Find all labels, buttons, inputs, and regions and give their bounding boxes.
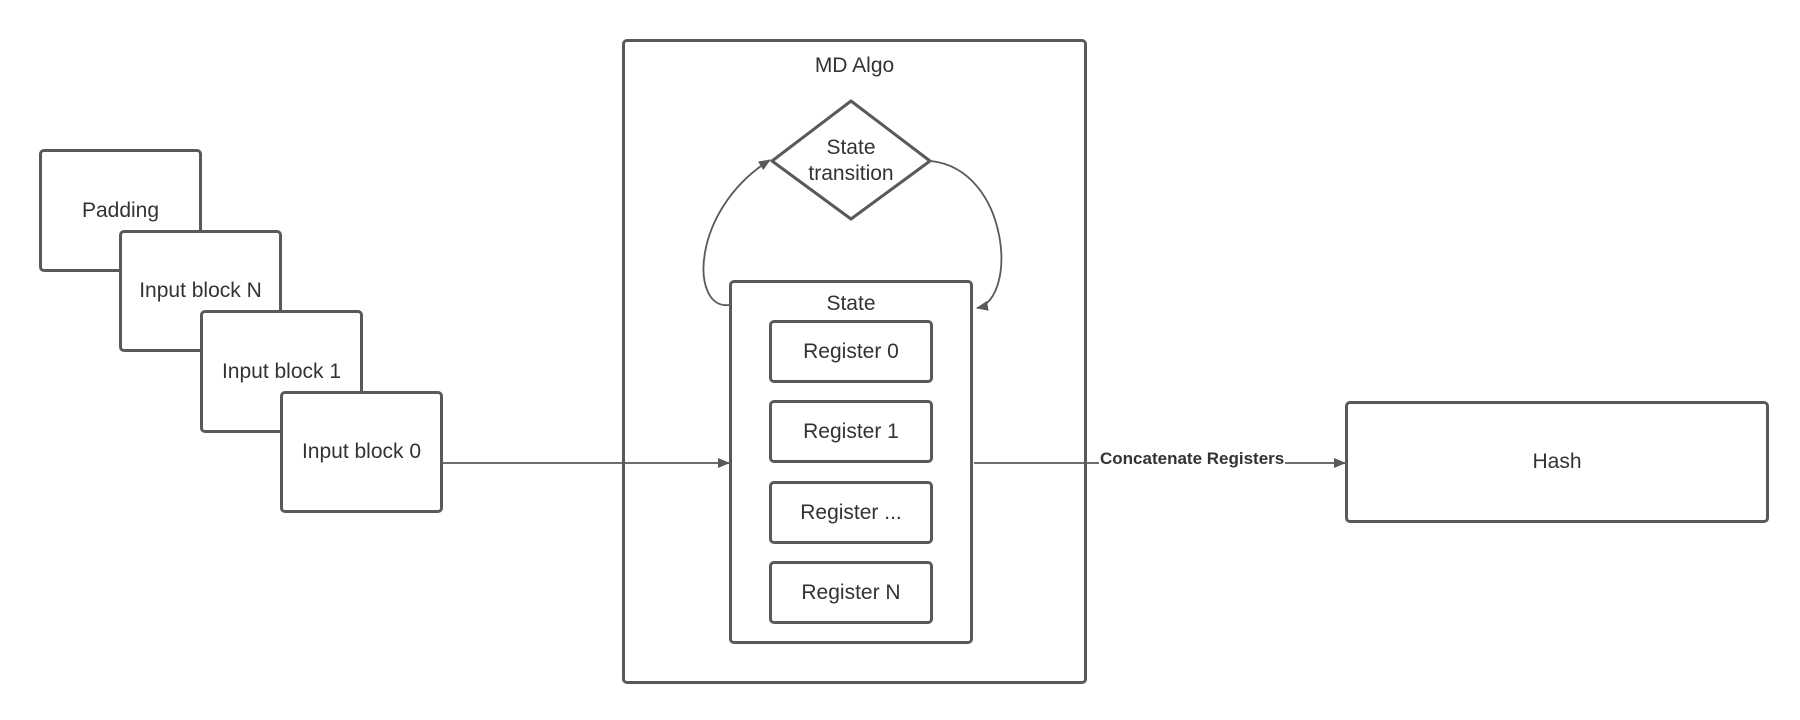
register-label: Register N: [801, 580, 901, 604]
register-label: Register 1: [803, 419, 899, 443]
padding-label: Padding: [81, 198, 160, 222]
register-label: Register 0: [803, 339, 899, 363]
state-transition-diamond[interactable]: [770, 99, 932, 221]
state-title: State: [826, 292, 876, 315]
state-container[interactable]: State: [729, 280, 973, 644]
hash-label: Hash: [1532, 450, 1582, 473]
hash-box[interactable]: Hash: [1345, 401, 1769, 523]
md-algo-container[interactable]: MD Algo: [622, 39, 1087, 684]
transition-to-state-arrow: [930, 160, 1003, 311]
register-box[interactable]: Register 1: [769, 400, 933, 463]
register-label: Register ...: [800, 500, 902, 524]
register-box[interactable]: Register N: [769, 561, 933, 624]
input-block-n-label: Input block N: [139, 279, 262, 302]
input-block-0-label: Input block 0: [301, 440, 422, 463]
state-to-transition-arrow: [702, 159, 771, 306]
input-block-0-box[interactable]: Input block 0: [280, 391, 443, 513]
concatenate-registers-label: Concatenate Registers: [1099, 449, 1286, 469]
state-transition-label: State transition: [808, 136, 894, 185]
register-box[interactable]: Register ...: [769, 481, 933, 544]
md-algo-title: MD Algo: [814, 54, 895, 77]
input-block-1-label: Input block 1: [221, 359, 342, 383]
register-box[interactable]: Register 0: [769, 320, 933, 383]
